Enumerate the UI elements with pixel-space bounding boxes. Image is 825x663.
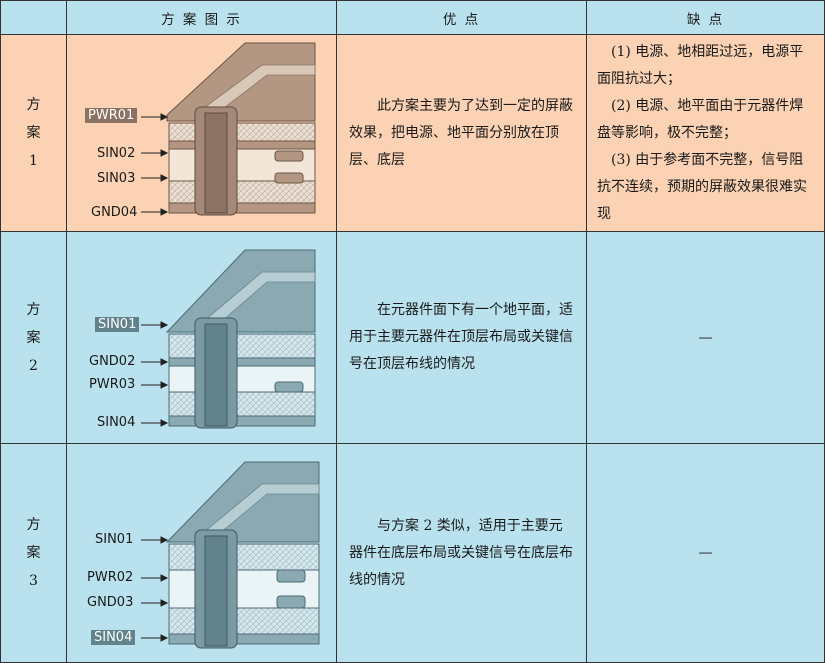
row-label-char: 方 xyxy=(26,97,41,113)
empty-dash: — xyxy=(698,329,713,346)
advantage-text: 在元器件面下有一个地平面，适用于主要元器件在顶层布局或关键信号在顶层布线的情况 xyxy=(349,302,573,372)
layer-label-highlighted: PWR01 xyxy=(85,108,138,123)
pcb-stackup-diagram-3 xyxy=(165,461,320,649)
layer-label: PWR02 xyxy=(87,570,134,585)
layer-label-highlighted: SIN04 xyxy=(91,630,136,645)
row-label-char: 案 xyxy=(26,125,41,141)
row-label-char: 方 xyxy=(26,517,41,533)
advantage-cell-scheme-1: 此方案主要为了达到一定的屏蔽效果，把电源、地平面分别放在顶层、底层 xyxy=(337,35,587,232)
row-label-char: 方 xyxy=(26,301,41,318)
row-label-scheme-1: 方 案 1 xyxy=(1,35,67,232)
empty-dash: — xyxy=(698,545,713,561)
layer-label: SIN03 xyxy=(97,171,136,186)
figure-cell-scheme-2: SIN01 GND02 PWR03 SIN04 xyxy=(67,232,337,444)
layer-label: SIN01 xyxy=(95,532,134,547)
layer-label: GND03 xyxy=(87,595,134,610)
figure-cell-scheme-1: PWR01 SIN02 SIN03 GND04 xyxy=(67,35,337,232)
row-label-char: 3 xyxy=(29,573,38,589)
row-label-scheme-2: 方 案 2 xyxy=(1,232,67,444)
layer-label: PWR03 xyxy=(89,377,136,392)
header-advantages: 优 点 xyxy=(337,1,587,35)
advantage-text: 此方案主要为了达到一定的屏蔽效果，把电源、地平面分别放在顶层、底层 xyxy=(349,97,573,168)
layer-label: GND02 xyxy=(89,354,136,369)
label-arrows xyxy=(141,321,169,427)
layer-label-highlighted: SIN01 xyxy=(95,317,140,332)
pcb-stackup-diagram-2 xyxy=(165,249,316,429)
disadvantage-cell-scheme-1: (1) 电源、地相距过远，电源平面阻抗过大； (2) 电源、地平面由于元器件焊盘… xyxy=(587,35,825,232)
label-arrows xyxy=(141,536,169,642)
advantage-text: 与方案 2 类似，适用于主要元器件在底层布局或关键信号在底层布线的情况 xyxy=(349,517,573,588)
row-label-char: 1 xyxy=(29,153,38,169)
row-label-char: 案 xyxy=(26,329,41,346)
pcb-stackup-diagram-1 xyxy=(166,42,316,216)
advantage-cell-scheme-2: 在元器件面下有一个地平面，适用于主要元器件在顶层布局或关键信号在顶层布线的情况 xyxy=(337,232,587,444)
layer-label: SIN04 xyxy=(97,415,136,430)
header-figure: 方 案 图 示 xyxy=(67,1,337,35)
disadvantage-item: (1) 电源、地相距过远，电源平面阻抗过大； xyxy=(597,44,804,87)
row-label-scheme-3: 方 案 3 xyxy=(1,444,67,663)
figure-cell-scheme-3: SIN01 PWR02 GND03 SIN04 xyxy=(67,444,337,663)
disadvantage-item: (3) 由于参考面不完整，信号阻抗不连续，预期的屏蔽效果很难实现 xyxy=(597,152,807,222)
disadvantage-cell-scheme-3: — xyxy=(587,444,825,663)
header-corner-cell xyxy=(1,1,67,35)
advantage-cell-scheme-3: 与方案 2 类似，适用于主要元器件在底层布局或关键信号在底层布线的情况 xyxy=(337,444,587,663)
layer-label: GND04 xyxy=(91,205,138,220)
disadvantage-cell-scheme-2: — xyxy=(587,232,825,444)
layer-label: SIN02 xyxy=(97,146,136,161)
label-arrows xyxy=(141,113,169,216)
row-label-char: 2 xyxy=(29,357,38,374)
disadvantage-item: (2) 电源、地平面由于元器件焊盘等影响，极不完整； xyxy=(597,98,804,141)
row-label-char: 案 xyxy=(26,545,41,561)
header-disadvantages: 缺 点 xyxy=(587,1,825,35)
